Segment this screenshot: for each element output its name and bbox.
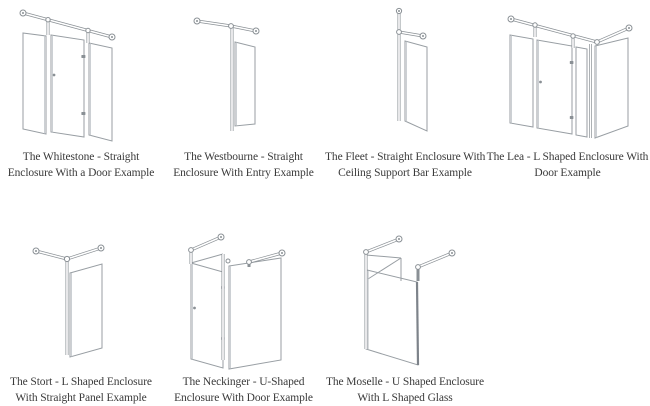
figure-neckinger: The Neckinger - U-Shaped Enclosure With …	[162, 231, 325, 406]
caption-line: Enclosure With a Door Example	[7, 166, 155, 179]
caption-line: The Neckinger - U-Shaped	[182, 376, 305, 388]
figure-moselle: The Moselle - U Shaped Enclosure With L …	[325, 231, 485, 406]
caption-line: The Westbourne - Straight	[184, 151, 303, 163]
figure-lea: The Lea - L Shaped Enclosure With Door E…	[485, 4, 650, 181]
figure-row-2: The Stort - L Shaped Enclosure With Stra…	[0, 231, 650, 406]
figure-caption: The Westbourne - Straight Enclosure With…	[162, 150, 325, 181]
empty-cell	[485, 231, 650, 406]
glass-panels	[22, 32, 113, 142]
support-bar	[507, 15, 633, 138]
glass-panels	[365, 254, 420, 366]
door-hardware	[539, 61, 574, 119]
caption-line: The Moselle - U Shaped Enclosure	[325, 376, 485, 388]
door-hardware	[193, 286, 225, 340]
support-bar	[32, 244, 105, 355]
glass-panels	[69, 263, 103, 358]
whitestone-diagram	[0, 4, 162, 146]
moselle-diagram	[325, 231, 485, 371]
fleet-diagram	[325, 4, 485, 146]
lea-diagram	[485, 4, 650, 146]
ceiling-support-bar	[395, 7, 427, 121]
caption-line: With L Shaped Glass	[357, 391, 453, 404]
door-hardware	[52, 55, 86, 115]
figure-caption: The Moselle - U Shaped Enclosure With L …	[325, 375, 485, 406]
westbourne-diagram	[162, 4, 325, 146]
figure-caption: The Stort - L Shaped Enclosure With Stra…	[0, 375, 162, 406]
caption-line: With Straight Panel Example	[15, 391, 147, 404]
support-bar	[193, 17, 260, 131]
caption-line: The Stort - L Shaped Enclosure	[10, 376, 152, 388]
figure-stort: The Stort - L Shaped Enclosure With Stra…	[0, 231, 162, 406]
figure-caption: The Whitestone - Straight Enclosure With…	[0, 150, 162, 181]
caption-line: The Lea - L Shaped Enclosure With	[486, 151, 649, 163]
glass-panels	[509, 34, 629, 139]
support-bar	[188, 233, 286, 360]
figure-westbourne: The Westbourne - Straight Enclosure With…	[162, 4, 325, 181]
glass-panels	[404, 40, 428, 132]
figure-caption: The Neckinger - U-Shaped Enclosure With …	[162, 375, 325, 406]
neckinger-diagram	[162, 231, 325, 371]
caption-line: The Fleet - Straight Enclosure With	[325, 151, 486, 163]
figure-row-1: The Whitestone - Straight Enclosure With…	[0, 4, 650, 181]
caption-line: The Whitestone - Straight	[22, 151, 140, 163]
support-bar	[19, 9, 116, 43]
support-bar	[363, 235, 456, 349]
figure-fleet: The Fleet - Straight Enclosure With Ceil…	[325, 4, 485, 181]
stort-diagram	[0, 231, 162, 371]
caption-line: Door Example	[534, 166, 601, 179]
glass-panels	[234, 41, 256, 127]
glass-panels	[190, 253, 282, 370]
figure-whitestone: The Whitestone - Straight Enclosure With…	[0, 4, 162, 181]
figure-caption: The Lea - L Shaped Enclosure With Door E…	[485, 150, 650, 181]
caption-line: Enclosure With Entry Example	[173, 166, 314, 179]
caption-line: Enclosure With Door Example	[174, 391, 313, 404]
caption-line: Ceiling Support Bar Example	[338, 166, 472, 179]
figure-caption: The Fleet - Straight Enclosure With Ceil…	[325, 150, 485, 181]
